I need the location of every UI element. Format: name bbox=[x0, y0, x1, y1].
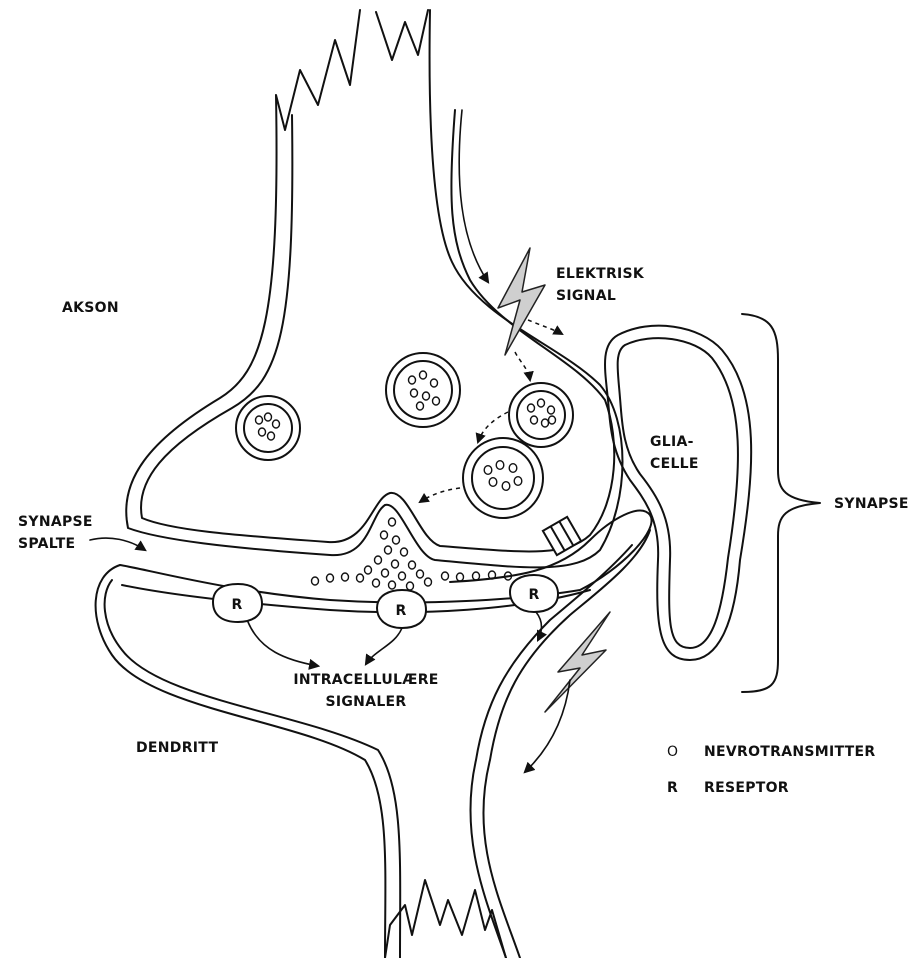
dendrite-right-wall-outer bbox=[483, 530, 650, 958]
receptor-2-letter: R bbox=[395, 603, 406, 619]
axon-membrane-outer bbox=[126, 10, 622, 567]
receptor-2-arrow bbox=[366, 628, 402, 664]
glia-cell-outer bbox=[605, 326, 751, 660]
receptor-3-letter: R bbox=[528, 587, 539, 603]
dendrite-membrane-inner bbox=[105, 580, 401, 958]
dendrite-membrane-outer bbox=[96, 511, 652, 958]
receptor-3: R bbox=[510, 575, 558, 612]
dashed-arrow-2 bbox=[515, 352, 530, 380]
legend-symbol-2: R bbox=[667, 780, 678, 796]
receptor-3-arrow bbox=[536, 612, 542, 640]
legend-label-2: RESEPTOR bbox=[704, 780, 789, 796]
dashed-arrow-1 bbox=[528, 320, 562, 334]
receptor-2: R bbox=[377, 590, 426, 628]
signal-arrow-incoming bbox=[459, 110, 488, 282]
label-intra-1: INTRACELLULÆRE bbox=[293, 672, 438, 688]
label-akson: AKSON bbox=[62, 300, 119, 316]
synapse-spalte-arrow bbox=[90, 538, 145, 550]
receptor-1: R bbox=[213, 584, 262, 622]
legend-symbol-1: O bbox=[667, 744, 678, 760]
label-spalte-2: SPALTE bbox=[18, 536, 75, 552]
label-intra-2: SIGNALER bbox=[326, 694, 407, 710]
vesicle-1 bbox=[236, 396, 300, 460]
label-elektrisk-2: SIGNAL bbox=[556, 288, 616, 304]
legend: O NEVROTRANSMITTER R RESEPTOR bbox=[667, 744, 875, 796]
label-glia-1: GLIA- bbox=[650, 434, 694, 450]
label-spalte-1: SYNAPSE bbox=[18, 514, 93, 530]
receptor-1-letter: R bbox=[231, 597, 242, 613]
vesicle-4 bbox=[463, 438, 543, 518]
synapse-bracket bbox=[742, 314, 820, 692]
transporter-channel bbox=[543, 517, 581, 555]
electric-signal-bolt-1 bbox=[498, 248, 545, 355]
glia-cell-inner bbox=[618, 338, 738, 648]
legend-label-1: NEVROTRANSMITTER bbox=[704, 744, 875, 760]
vesicle-3 bbox=[509, 383, 573, 447]
label-glia-2: CELLE bbox=[650, 456, 699, 472]
dashed-arrow-4 bbox=[420, 488, 460, 502]
receptor-1-arrow bbox=[248, 622, 318, 666]
vesicle-2 bbox=[386, 353, 460, 427]
label-synapse: SYNAPSE bbox=[834, 496, 909, 512]
label-dendritt: DENDRITT bbox=[136, 740, 218, 756]
label-elektrisk-1: ELEKTRISK bbox=[556, 266, 645, 282]
electric-signal-bolt-2 bbox=[545, 612, 610, 712]
dendrite-jagged-edge bbox=[385, 880, 506, 958]
